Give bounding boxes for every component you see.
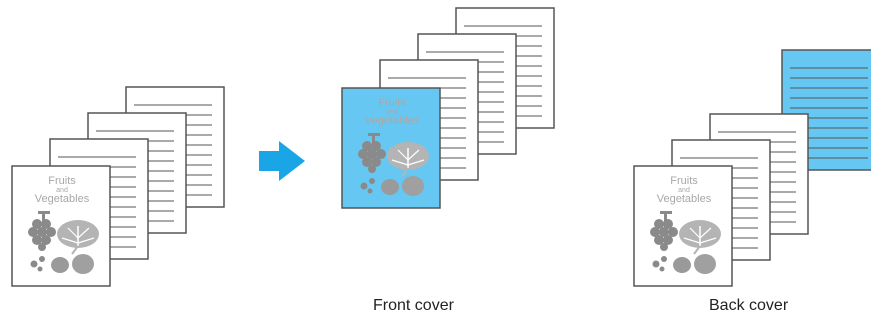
right-arrow-icon <box>259 141 305 181</box>
cover-title-line3: Vegetables <box>35 193 90 205</box>
cover-title-line2: and <box>56 187 68 194</box>
cover-page-right: Fruits and Vegetables <box>633 165 733 287</box>
cover-page-left: Fruits and Vegetables <box>11 165 111 287</box>
cover-title-line1: Fruits <box>48 175 76 187</box>
cover-title-line1: Fruits <box>670 175 698 187</box>
front-cover-page: Fruits and Vegetables <box>341 87 441 209</box>
cover-title-line1: Fruits <box>378 97 406 109</box>
cover-title-line2: and <box>678 187 690 194</box>
front-cover-stack: Fruits and Vegetables <box>341 7 555 209</box>
cover-title-line2: and <box>386 109 398 116</box>
cover-title-line3: Vegetables <box>365 115 420 127</box>
back-cover-caption: Back cover <box>709 297 789 314</box>
cover-title-line3: Vegetables <box>657 193 712 205</box>
back-cover-stack: Fruits and Vegetables <box>633 49 871 287</box>
front-cover-caption: Front cover <box>373 297 454 314</box>
original-stack: Fruits and Vegetables <box>11 86 225 287</box>
